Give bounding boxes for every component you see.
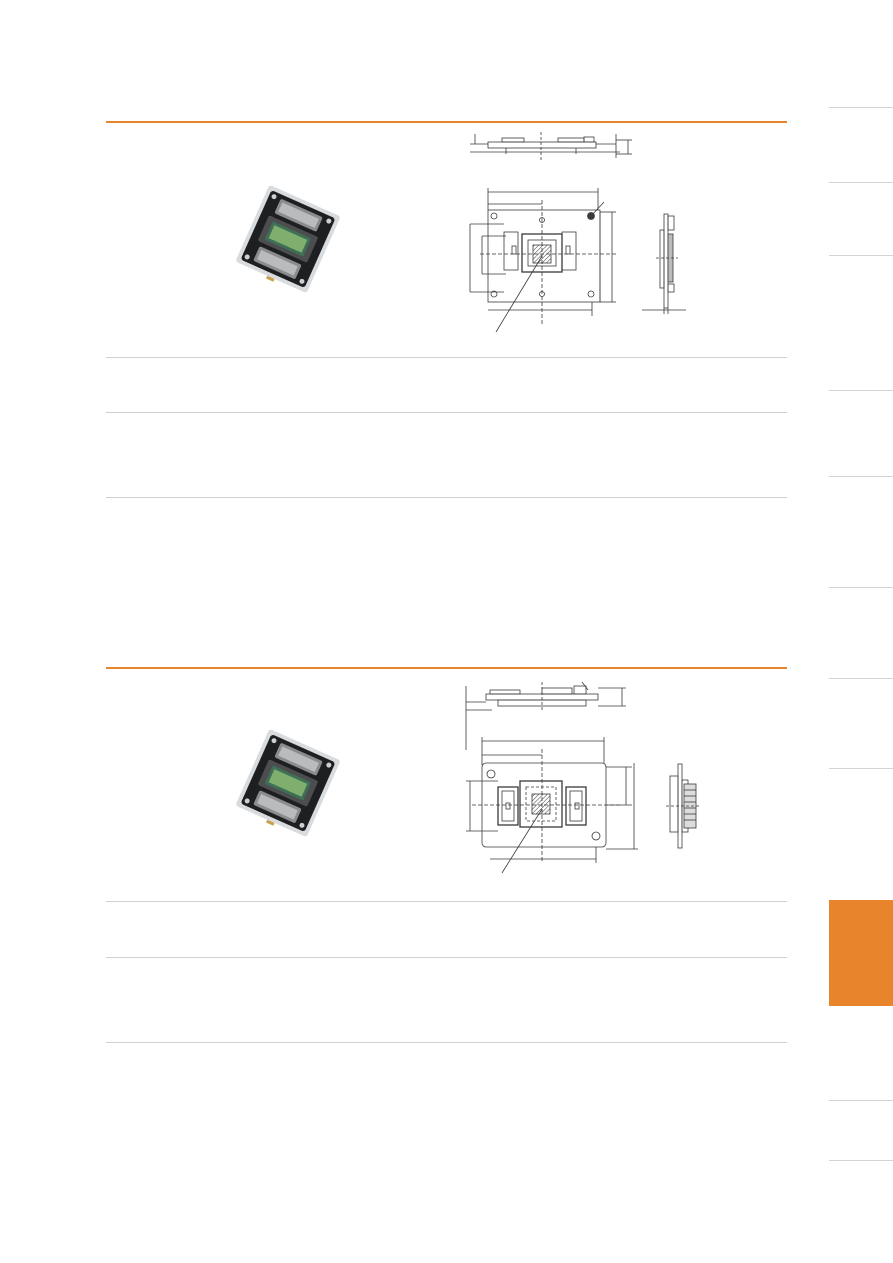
package-outline-drawing-side-2	[465, 681, 626, 750]
product-photo-1	[236, 185, 340, 293]
side-index-divider	[829, 476, 893, 477]
side-index-divider	[829, 768, 893, 769]
package-outline-drawing-top-1	[469, 188, 616, 333]
micromirror-chip-photo-icon	[236, 185, 340, 293]
section-divider	[106, 901, 787, 902]
section-divider	[106, 957, 787, 958]
side-index-divider	[829, 255, 893, 256]
product-photo-2	[236, 729, 340, 837]
section-divider	[106, 497, 787, 498]
package-outline-drawing-end-2	[666, 763, 700, 849]
package-outline-drawing-end-1	[642, 213, 686, 314]
side-index-divider	[829, 1100, 893, 1101]
side-index-divider	[829, 587, 893, 588]
section-divider	[106, 412, 787, 413]
side-index-divider	[829, 107, 893, 108]
package-outline-drawing-side-1	[470, 132, 632, 162]
side-index-divider	[829, 678, 893, 679]
side-index-divider	[829, 1160, 893, 1161]
section-top-rule	[106, 667, 787, 669]
package-outline-drawing-top-2	[466, 737, 638, 874]
side-index-divider	[829, 390, 893, 391]
side-index-active-tab[interactable]	[829, 900, 893, 1006]
section-top-rule	[106, 121, 787, 123]
section-divider	[106, 357, 787, 358]
micromirror-chip-photo-icon	[236, 729, 340, 837]
side-index-divider	[829, 182, 893, 183]
section-divider	[106, 1042, 787, 1043]
